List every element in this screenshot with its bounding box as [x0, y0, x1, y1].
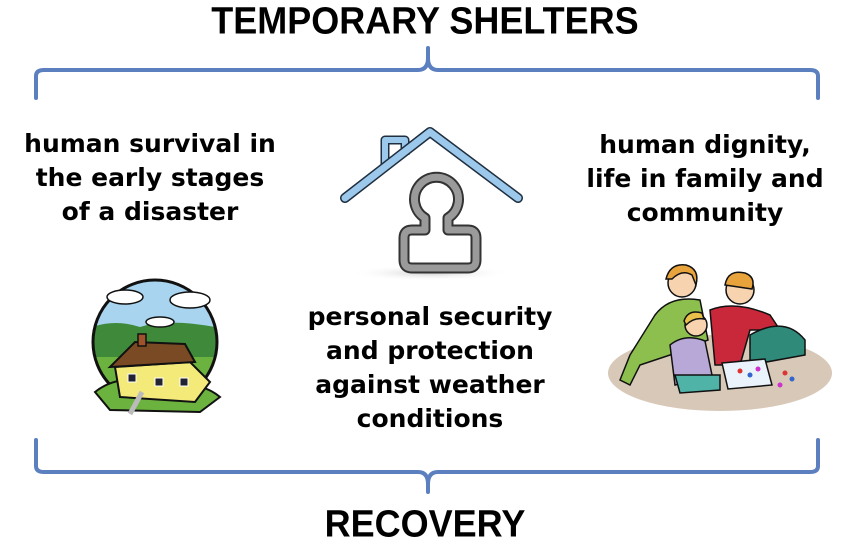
center-line-3: against weather — [315, 370, 545, 399]
earthquake-house-icon — [91, 278, 222, 416]
top-brace — [34, 46, 820, 100]
right-line-2: life in family and — [586, 164, 824, 193]
bottom-brace — [34, 438, 820, 494]
center-line-1: personal security — [307, 302, 553, 331]
left-text-block: human survival in the early stages of a … — [0, 127, 300, 229]
right-line-1: human dignity, — [599, 130, 811, 159]
center-line-2: and protection — [326, 336, 534, 365]
left-line-3: of a disaster — [61, 197, 239, 226]
left-line-2: the early stages — [35, 163, 265, 192]
house-person-icon — [340, 127, 523, 281]
bottom-title: RECOVERY — [324, 501, 526, 545]
left-line-1: human survival in — [24, 129, 276, 158]
center-line-4: conditions — [356, 404, 504, 433]
center-text-block: personal security and protection against… — [270, 300, 590, 436]
right-line-3: community — [626, 198, 784, 227]
family-playing-icon — [608, 264, 832, 411]
top-title: TEMPORARY SHELTERS — [211, 0, 639, 42]
right-text-block: human dignity, life in family and commun… — [570, 128, 840, 230]
